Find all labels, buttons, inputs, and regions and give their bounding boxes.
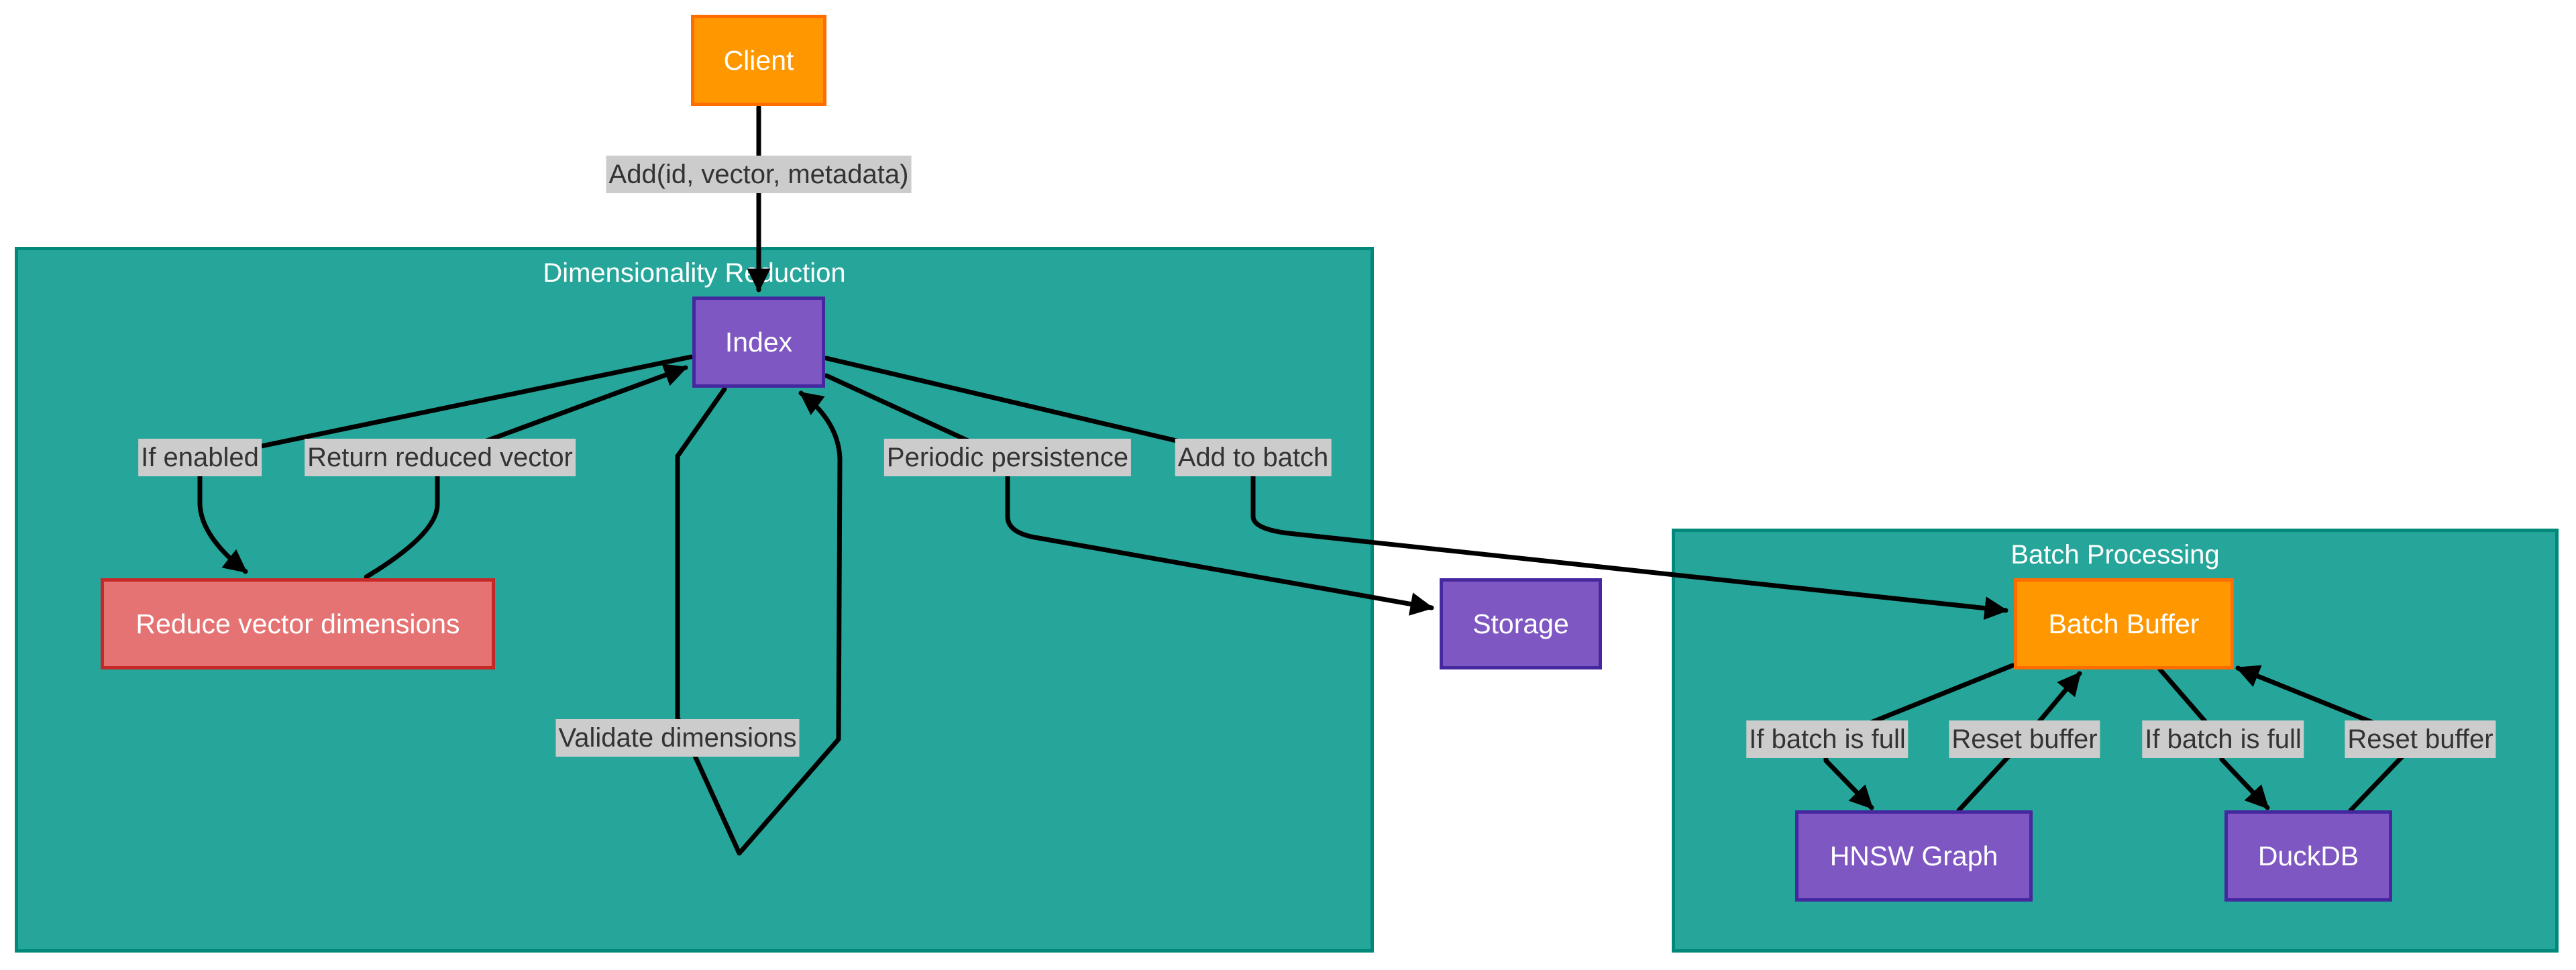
node-batch-buffer[interactable]: Batch Buffer: [2014, 578, 2234, 669]
node-hnsw-graph[interactable]: HNSW Graph: [1795, 810, 2033, 902]
subgraph-title: Batch Processing: [2010, 540, 2220, 570]
edge-label-reset-buffer-hnsw: Reset buffer: [1949, 720, 2100, 758]
node-label: Storage: [1472, 608, 1569, 639]
node-duckdb[interactable]: DuckDB: [2224, 810, 2392, 902]
edge-index-reduce: [197, 354, 694, 574]
node-label: Reduce vector dimensions: [136, 608, 460, 639]
node-index[interactable]: Index: [692, 297, 825, 388]
edge-index-storage: [824, 373, 1434, 616]
edge-label-if-enabled: If enabled: [138, 439, 262, 476]
node-label: Batch Buffer: [2048, 608, 2200, 639]
edge-label-validate-dimensions: Validate dimensions: [555, 719, 800, 757]
node-client[interactable]: Client: [691, 15, 826, 106]
node-label: Client: [723, 44, 794, 76]
edge-label-periodic-persistence: Periodic persistence: [883, 439, 1132, 476]
edge-index-self: [675, 386, 843, 856]
edge-label-batch-full-duckdb: If batch is full: [2142, 720, 2304, 758]
edge-index-batch: [824, 356, 2008, 621]
node-label: HNSW Graph: [1829, 840, 1998, 871]
edge-label-batch-full-hnsw: If batch is full: [1746, 720, 1909, 758]
edge-reduce-index: [364, 364, 688, 580]
node-label: Index: [724, 326, 793, 358]
node-storage[interactable]: Storage: [1440, 578, 1602, 669]
node-reduce-vector-dimensions[interactable]: Reduce vector dimensions: [101, 578, 495, 669]
edge-label-reset-buffer-duckdb: Reset buffer: [2345, 720, 2496, 758]
subgraph-title: Dimensionality Reduction: [543, 258, 846, 288]
edge-label-add-to-batch: Add to batch: [1175, 439, 1332, 476]
node-label: DuckDB: [2257, 840, 2359, 871]
edge-label-return-reduced: Return reduced vector: [305, 439, 576, 476]
edge-label-add: Add(id, vector, metadata): [606, 156, 912, 193]
